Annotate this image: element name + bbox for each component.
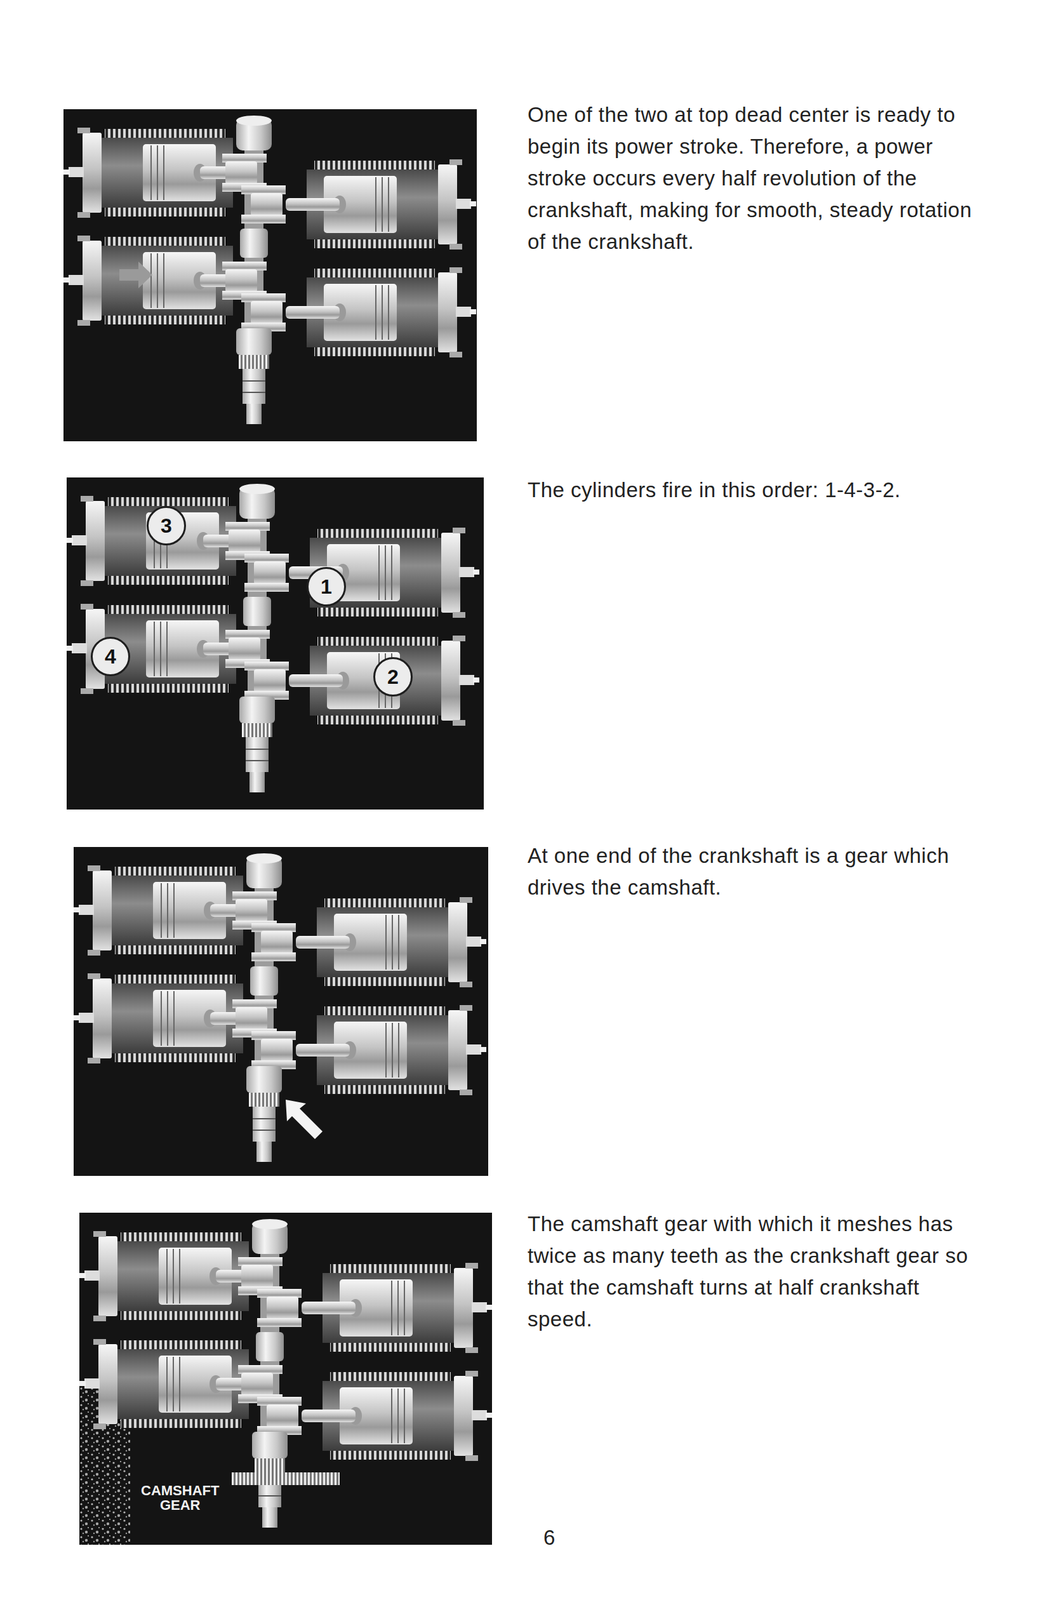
panel-ground (63, 109, 477, 442)
cylinder-number: 1 (306, 566, 346, 607)
cylinder-number: 3 (146, 505, 187, 546)
callout-number: 1 (320, 576, 333, 597)
body-text: At one end of the crankshaft is a gear w… (527, 839, 985, 904)
boxer-engine (63, 115, 477, 425)
boxer-engine (79, 1218, 493, 1528)
callout-number: 3 (160, 515, 173, 536)
page-number: 6 (543, 1524, 555, 1551)
body-text: One of the two at top dead center is rea… (527, 99, 985, 258)
panel-ground (66, 477, 484, 810)
part-name: CAMSHAFT GEAR (140, 1483, 220, 1513)
engine-panel (79, 1212, 493, 1545)
callout-number: 4 (104, 646, 117, 667)
engine-panel (66, 477, 484, 810)
panel-ground (79, 1212, 493, 1545)
pointer-arrow (285, 1099, 323, 1139)
body-text: The camshaft gear with which it meshes h… (527, 1208, 985, 1336)
callout-number: 2 (387, 666, 399, 687)
engine-panel (73, 846, 489, 1176)
body-text: The cylinders fire in this order: 1-4-3-… (527, 474, 985, 506)
engine-panel (63, 109, 477, 442)
cylinder-number: 4 (90, 636, 131, 677)
power-arrow (119, 261, 153, 289)
boxer-engine (73, 853, 487, 1162)
boxer-engine (66, 483, 480, 793)
panel-ground (73, 846, 489, 1176)
camshaft-gear (231, 1472, 340, 1485)
cylinder-number: 2 (373, 657, 413, 697)
